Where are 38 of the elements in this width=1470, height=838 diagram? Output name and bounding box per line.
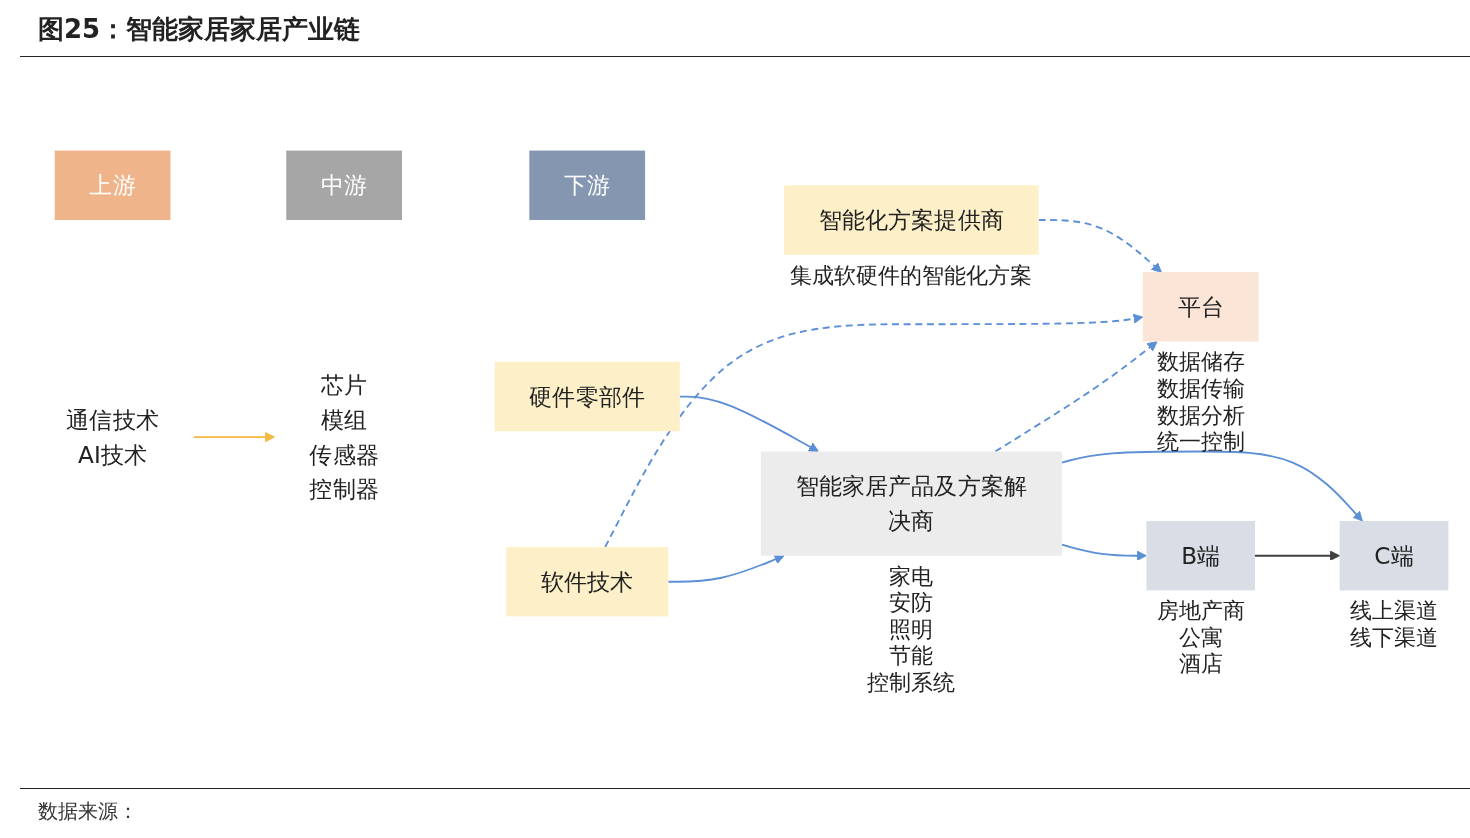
node-note: 酒店: [1178, 651, 1223, 677]
source-note: 数据来源：: [38, 798, 138, 825]
node-box: 软件技术: [506, 547, 669, 617]
node-note: 数据储存: [1156, 349, 1245, 375]
node-box: 上游: [54, 150, 171, 221]
node-note: 安防: [889, 590, 934, 616]
node-note: 统一控制: [1156, 429, 1245, 455]
node-box: 平台: [1142, 272, 1259, 342]
arrow: [667, 554, 785, 583]
node-note: 数据分析: [1156, 402, 1245, 428]
node-note: 公寓: [1178, 625, 1223, 651]
node-note: 控制系统: [867, 670, 956, 696]
arrow: [1060, 450, 1363, 522]
arrow: [192, 432, 276, 443]
arrow: [1254, 550, 1341, 562]
node-note: 节能: [889, 643, 934, 669]
node-note: 线上渠道: [1350, 598, 1439, 624]
node-box: B端: [1146, 521, 1255, 591]
arrow: [1037, 219, 1162, 273]
node-note: 照明: [889, 616, 934, 642]
node-text: 芯片 模组 传感器 控制器: [309, 371, 379, 504]
arrow: [994, 341, 1158, 453]
node-note: 数据传输: [1156, 376, 1245, 402]
node-box: 智能家居产品及方案解决商: [760, 451, 1062, 556]
arrow: [1060, 543, 1147, 562]
node-box: 智能化方案提供商: [784, 185, 1039, 255]
node-note: 集成软硬件的智能化方案: [790, 262, 1033, 288]
node-note: 线下渠道: [1350, 625, 1439, 651]
node-box: C端: [1339, 521, 1449, 591]
node-note: 房地产商: [1156, 598, 1245, 624]
node-text: 通信技术 AI技术: [66, 406, 159, 469]
node-box: 中游: [286, 150, 402, 221]
node-box: 硬件零部件: [494, 362, 680, 432]
arrow: [604, 313, 1144, 549]
arrow: [678, 395, 819, 453]
node-note: 家电: [889, 563, 934, 589]
node-box: 下游: [529, 150, 646, 221]
figure-title: 图25：智能家居家居产业链: [38, 13, 361, 46]
